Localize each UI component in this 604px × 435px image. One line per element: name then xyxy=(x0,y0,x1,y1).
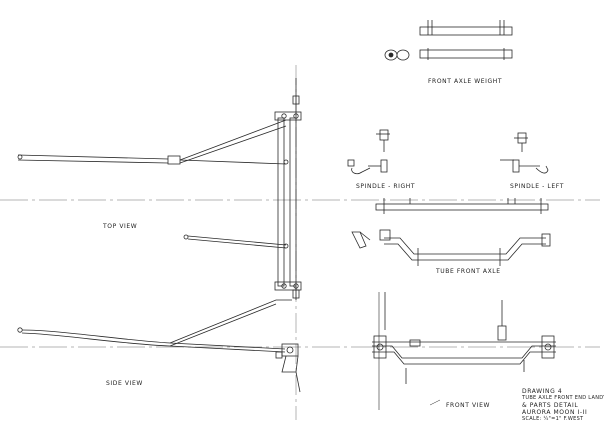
label-side-view: SIDE VIEW xyxy=(106,380,143,387)
spindle-right-drawing xyxy=(347,129,390,175)
label-top-view: TOP VIEW xyxy=(103,223,138,230)
front-view-drawing xyxy=(372,292,556,410)
title-line-3: & PARTS DETAIL xyxy=(522,402,579,409)
centerlines xyxy=(0,65,600,420)
title-line-5: SCALE: ¼"=1" F.WEST xyxy=(522,416,584,422)
label-tube-front-axle: TUBE FRONT AXLE xyxy=(436,268,501,275)
leader-line xyxy=(429,399,441,406)
label-spindle-right: SPINDLE - RIGHT xyxy=(356,183,416,190)
title-line-4: AURORA MOON I-II xyxy=(522,409,588,416)
top-view-drawing xyxy=(17,78,302,300)
spindle-left-drawing xyxy=(500,132,549,174)
label-spindle-left: SPINDLE - LEFT xyxy=(510,183,564,190)
label-front-view: FRONT VIEW xyxy=(446,402,491,409)
title-block: DRAWING 4 TUBE AXLE FRONT END LANDY & PA… xyxy=(522,388,604,423)
label-front-axle-weight: FRONT AXLE WEIGHT xyxy=(428,78,503,85)
title-line-1: DRAWING 4 xyxy=(522,388,563,395)
front-axle-weight-drawing xyxy=(384,20,513,61)
side-view-drawing xyxy=(17,299,301,393)
tube-front-axle-drawing xyxy=(351,198,551,266)
title-line-2: TUBE AXLE FRONT END LANDY xyxy=(522,395,604,401)
